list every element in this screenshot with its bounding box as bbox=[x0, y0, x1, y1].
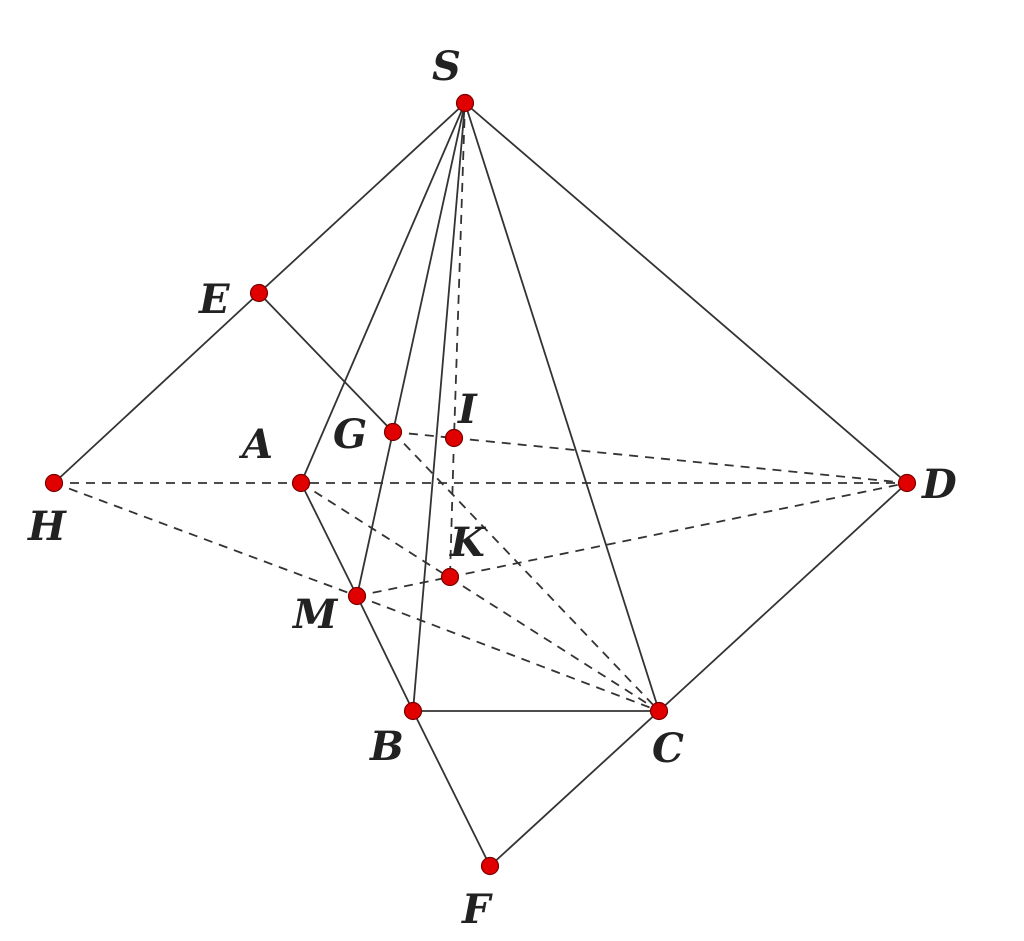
point-G bbox=[383, 422, 403, 442]
point-S bbox=[455, 93, 475, 113]
segment-BF bbox=[412, 710, 491, 867]
dashed-segment-SI bbox=[453, 102, 466, 439]
point-E bbox=[249, 283, 269, 303]
segment-CD bbox=[658, 482, 908, 712]
segment-SA bbox=[300, 102, 466, 484]
dashed-segment-KD bbox=[449, 482, 908, 578]
label-A: A bbox=[238, 421, 273, 468]
label-C: C bbox=[652, 725, 684, 772]
point-M bbox=[347, 586, 367, 606]
point-B bbox=[403, 701, 423, 721]
segment-SB bbox=[412, 102, 466, 712]
segment-MB bbox=[356, 595, 414, 712]
dashed-segment-MC bbox=[356, 595, 660, 712]
label-M: M bbox=[291, 591, 339, 638]
dashed-segment-IK bbox=[449, 437, 455, 578]
segment-SD bbox=[464, 102, 908, 484]
label-F: F bbox=[461, 886, 493, 933]
label-K: K bbox=[449, 519, 487, 566]
segment-SM bbox=[356, 102, 466, 597]
point-I bbox=[444, 428, 464, 448]
dashed-segment-ID bbox=[453, 437, 908, 484]
label-G: G bbox=[333, 411, 367, 458]
label-I: I bbox=[457, 386, 478, 433]
label-H: H bbox=[27, 503, 67, 550]
label-B: B bbox=[369, 723, 404, 770]
segment-EG bbox=[258, 292, 394, 433]
point-labels: S E A G I H D K M B C F bbox=[27, 43, 957, 933]
dashed-segment-HM bbox=[53, 482, 358, 597]
dashed-segment-GI bbox=[392, 431, 455, 439]
visible-edges bbox=[53, 102, 908, 867]
dashed-segment-MK bbox=[356, 576, 451, 597]
point-H bbox=[44, 473, 64, 493]
segment-AM bbox=[300, 482, 358, 597]
point-D bbox=[897, 473, 917, 493]
label-D: D bbox=[921, 461, 957, 508]
hidden-edges bbox=[53, 102, 908, 712]
segment-SE bbox=[258, 102, 466, 294]
segment-EH bbox=[53, 292, 260, 484]
point-F bbox=[480, 856, 500, 876]
point-K bbox=[440, 567, 460, 587]
point-C bbox=[649, 701, 669, 721]
dashed-segment-GC bbox=[392, 431, 660, 712]
points bbox=[44, 93, 917, 876]
segment-SC bbox=[464, 102, 660, 712]
segment-FC bbox=[489, 710, 660, 867]
label-S: S bbox=[432, 43, 461, 90]
point-A bbox=[291, 473, 311, 493]
label-E: E bbox=[198, 276, 230, 323]
dashed-segment-AC bbox=[300, 482, 660, 712]
